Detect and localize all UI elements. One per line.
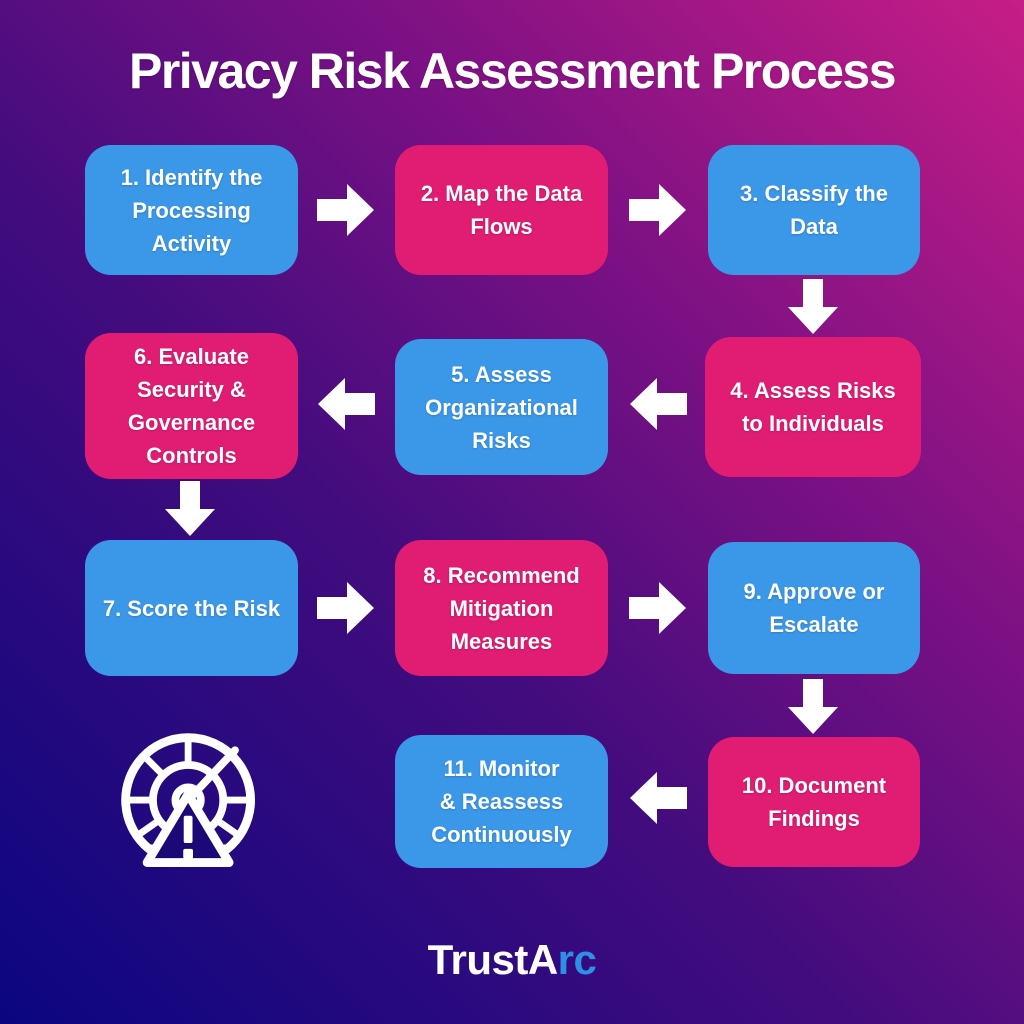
arrow-left-icon — [630, 772, 687, 824]
arrow-right-icon — [317, 582, 374, 634]
trustarc-logo-blue-part: rc — [557, 936, 597, 983]
arrow-left-icon — [318, 378, 375, 430]
arrow-left-icon — [630, 378, 687, 430]
step-7-box: 7. Score the Risk — [85, 540, 298, 676]
arrow-right-icon — [317, 184, 374, 236]
risk-gauge-warning-icon — [121, 733, 255, 867]
arrow-down-icon — [788, 679, 838, 734]
arrow-right-icon — [629, 582, 686, 634]
arrow-down-icon — [165, 481, 215, 536]
trustarc-logo: TrustArc — [0, 936, 1024, 984]
arrow-down-icon — [788, 279, 838, 334]
trustarc-logo-white-part: TrustA — [427, 936, 559, 983]
arrow-right-icon — [629, 184, 686, 236]
page-title: Privacy Risk Assessment Process — [128, 43, 897, 99]
